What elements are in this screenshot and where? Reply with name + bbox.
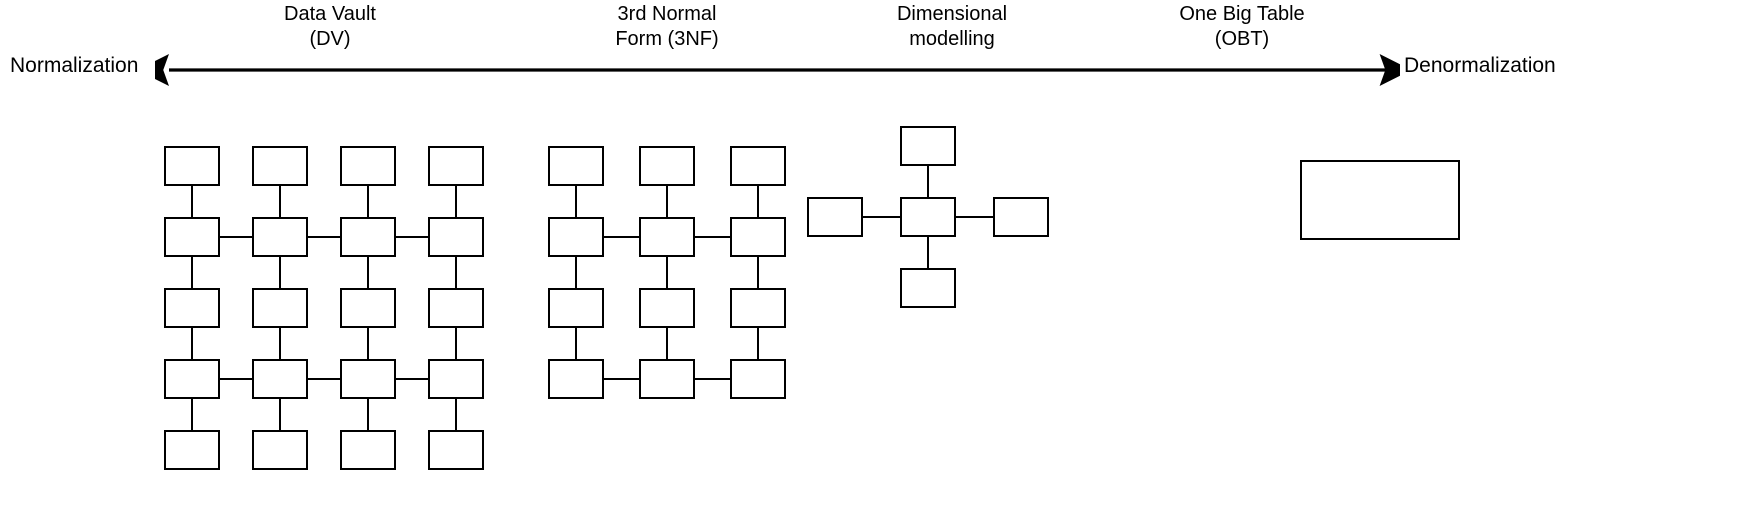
third-normal-form-edge-vertical — [665, 186, 669, 217]
dimensional-modelling-node-left[interactable] — [807, 197, 863, 237]
data-vault-node[interactable] — [252, 217, 308, 257]
data-vault-edge-vertical — [366, 186, 370, 217]
data-vault-edge-vertical — [366, 399, 370, 430]
third-normal-form-edge-vertical — [574, 257, 578, 288]
axis-label-denormalization: Denormalization — [1404, 54, 1556, 77]
data-vault-node[interactable] — [252, 359, 308, 399]
data-vault-node[interactable] — [252, 288, 308, 328]
third-normal-form-node[interactable] — [548, 359, 604, 399]
dimensional-modelling-node-top[interactable] — [900, 126, 956, 166]
data-vault-node[interactable] — [252, 146, 308, 186]
data-vault-edge-vertical — [190, 399, 194, 430]
third-normal-form-edge-vertical — [756, 328, 760, 359]
one-big-table-node[interactable] — [1300, 160, 1460, 240]
third-normal-form-node[interactable] — [548, 146, 604, 186]
third-normal-form-node[interactable] — [730, 217, 786, 257]
data-vault-node[interactable] — [340, 288, 396, 328]
data-vault-node[interactable] — [428, 430, 484, 470]
data-vault-edge-vertical — [190, 328, 194, 359]
data-vault-edge-vertical — [366, 257, 370, 288]
data-vault-edge-horizontal — [308, 235, 340, 239]
dimensional-modelling-node-right[interactable] — [993, 197, 1049, 237]
third-normal-form-edge-horizontal — [604, 235, 639, 239]
third-normal-form-node[interactable] — [548, 288, 604, 328]
third-normal-form-node[interactable] — [639, 146, 695, 186]
data-vault-edge-vertical — [454, 186, 458, 217]
dimensional-modelling-node-bottom[interactable] — [900, 268, 956, 308]
third-normal-form-node[interactable] — [548, 217, 604, 257]
data-vault-edge-vertical — [278, 186, 282, 217]
data-vault-edge-vertical — [278, 328, 282, 359]
data-vault-edge-vertical — [278, 399, 282, 430]
dimensional-modelling-edge-top — [926, 166, 930, 197]
data-vault-node[interactable] — [252, 430, 308, 470]
column-header-3nf: 3rd Normal Form (3NF) — [615, 3, 719, 50]
third-normal-form-node[interactable] — [730, 359, 786, 399]
dimensional-modelling-edge-left — [863, 215, 900, 219]
third-normal-form-node[interactable] — [639, 217, 695, 257]
column-header-data-vault: Data Vault (DV) — [284, 3, 376, 50]
data-vault-edge-horizontal — [220, 377, 252, 381]
third-normal-form-edge-horizontal — [604, 377, 639, 381]
data-vault-edge-vertical — [454, 328, 458, 359]
dimensional-modelling-edge-bottom — [926, 237, 930, 268]
data-vault-node[interactable] — [340, 359, 396, 399]
third-normal-form-edge-horizontal — [695, 377, 730, 381]
data-vault-edge-horizontal — [308, 377, 340, 381]
third-normal-form-node[interactable] — [639, 359, 695, 399]
data-vault-edge-vertical — [454, 257, 458, 288]
data-vault-edge-vertical — [454, 399, 458, 430]
data-vault-node[interactable] — [428, 288, 484, 328]
third-normal-form-edge-horizontal — [695, 235, 730, 239]
data-vault-node[interactable] — [164, 146, 220, 186]
data-vault-edge-vertical — [190, 257, 194, 288]
axis-label-normalization: Normalization — [10, 54, 139, 77]
third-normal-form-edge-vertical — [574, 186, 578, 217]
third-normal-form-node[interactable] — [730, 146, 786, 186]
data-vault-node[interactable] — [428, 359, 484, 399]
data-vault-node[interactable] — [164, 217, 220, 257]
column-header-dimensional-modelling: Dimensional modelling — [896, 3, 1008, 50]
dimensional-modelling-edge-right — [956, 215, 993, 219]
data-vault-node[interactable] — [428, 217, 484, 257]
data-vault-node[interactable] — [164, 359, 220, 399]
data-vault-edge-vertical — [278, 257, 282, 288]
data-vault-node[interactable] — [340, 430, 396, 470]
data-vault-node[interactable] — [428, 146, 484, 186]
third-normal-form-edge-vertical — [665, 257, 669, 288]
data-vault-node[interactable] — [340, 146, 396, 186]
third-normal-form-edge-vertical — [665, 328, 669, 359]
third-normal-form-edge-vertical — [574, 328, 578, 359]
third-normal-form-node[interactable] — [639, 288, 695, 328]
column-header-one-big-table: One Big Table (OBT) — [1179, 3, 1305, 50]
data-vault-edge-horizontal — [220, 235, 252, 239]
data-vault-node[interactable] — [164, 430, 220, 470]
third-normal-form-edge-vertical — [756, 257, 760, 288]
third-normal-form-edge-vertical — [756, 186, 760, 217]
data-vault-node[interactable] — [164, 288, 220, 328]
data-vault-edge-vertical — [190, 186, 194, 217]
normalization-spectrum-arrow — [155, 54, 1400, 86]
third-normal-form-node[interactable] — [730, 288, 786, 328]
data-vault-node[interactable] — [340, 217, 396, 257]
data-vault-edge-vertical — [366, 328, 370, 359]
data-vault-edge-horizontal — [396, 235, 428, 239]
dimensional-modelling-node-center[interactable] — [900, 197, 956, 237]
data-vault-edge-horizontal — [396, 377, 428, 381]
